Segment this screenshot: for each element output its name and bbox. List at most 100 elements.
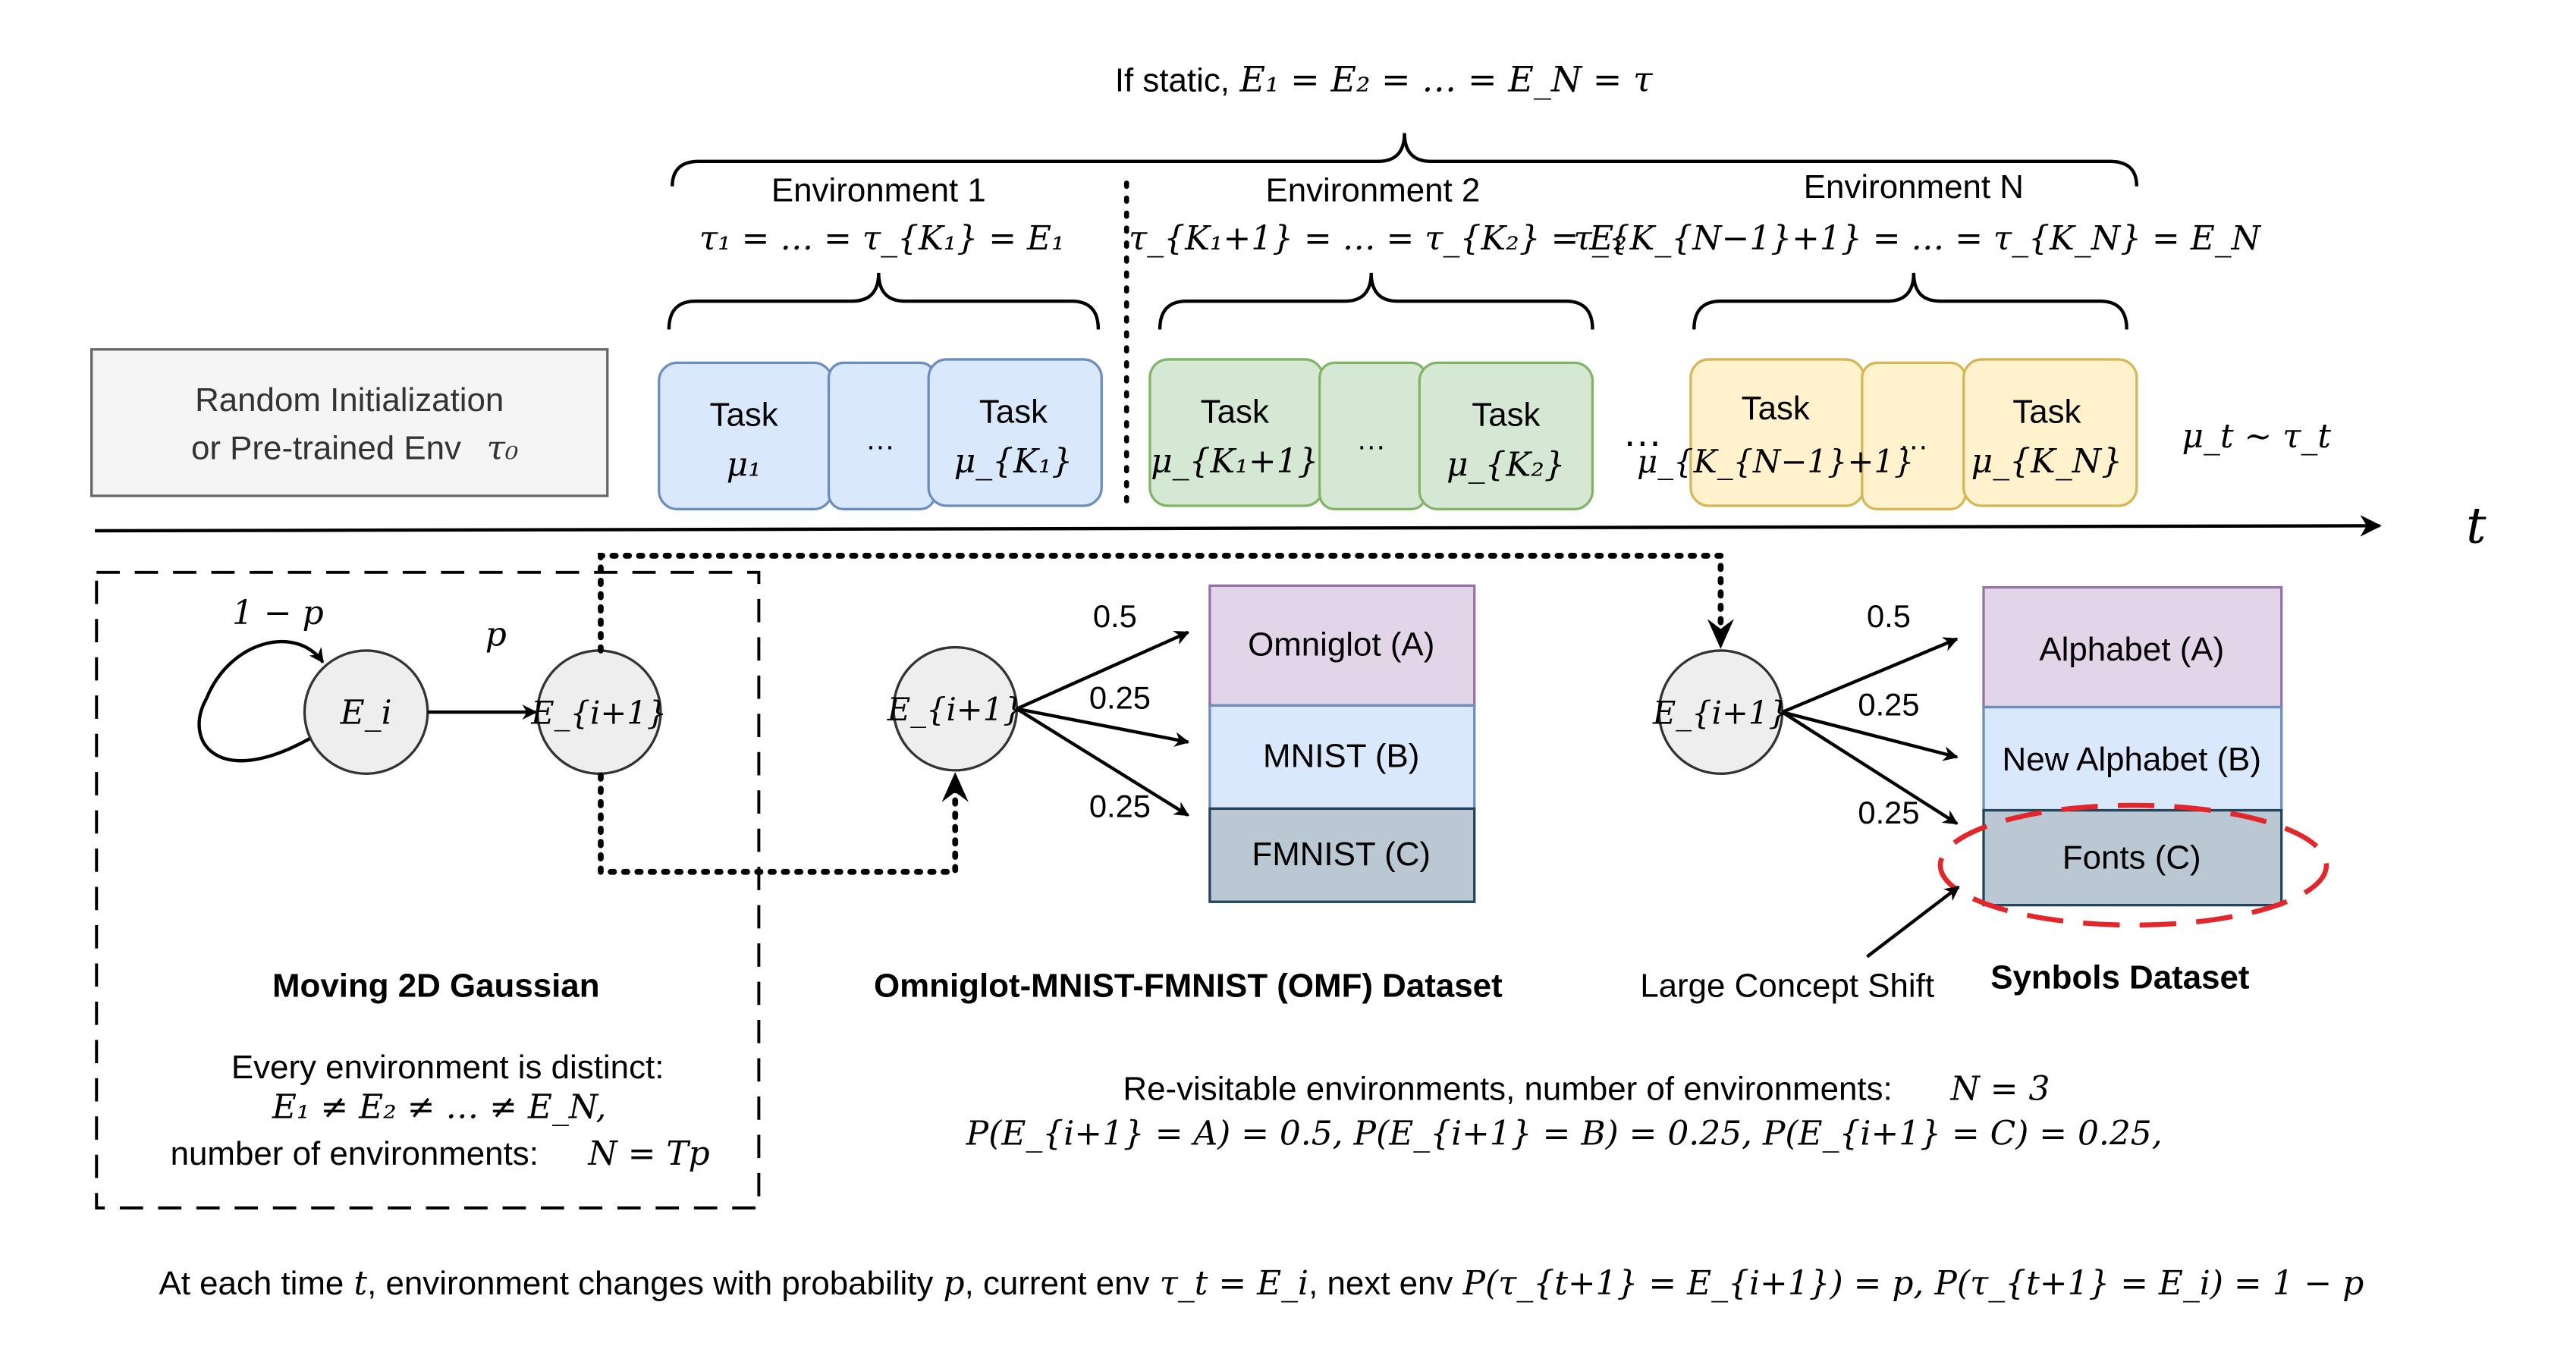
omf-node-label: E_{i+1} [887, 691, 1023, 728]
gaussian-panel: 1 − p E_i p E_{i+1} Moving 2D Gaussian E… [95, 570, 761, 1209]
env2-task-last [1418, 361, 1594, 511]
dotted-connector-to-synbols [598, 553, 1724, 654]
time-axis [95, 515, 2382, 537]
environment-n-brace [1692, 272, 2128, 330]
task-mu: μ₁ [727, 446, 762, 485]
concept-shift-highlight [1937, 802, 2329, 928]
environment-2-formula: τ_{K₁+1} = … = τ_{K₂} = E₂ [1129, 219, 1627, 258]
omf-prob-c: 0.25 [1089, 788, 1151, 824]
task-mu: μ_{K₂} [1447, 446, 1566, 485]
omf-prob-b: 0.25 [1089, 680, 1151, 716]
synbols-title: Synbols Dataset [1990, 958, 2250, 996]
synbols-dataset-a [1982, 585, 2283, 709]
omf-dataset-c-label: FMNIST (C) [1252, 836, 1431, 873]
synbols-dataset-c-label: Fonts (C) [2062, 839, 2201, 876]
task-mu: μ_{K_N} [1971, 442, 2122, 481]
bottom-caption-math: τ_t = E_i [1160, 1264, 1308, 1303]
omf-dataset-b [1208, 704, 1476, 811]
environment-1-formula: τ₁ = … = τ_{K₁} = E₁ [699, 219, 1065, 258]
bottom-caption-part: , environment changes with probability [367, 1265, 933, 1302]
omf-arrow-b [1016, 707, 1190, 747]
omf-dataset-b-label: MNIST (B) [1263, 738, 1419, 775]
initialization-tau0: τ₀ [487, 429, 519, 468]
gaussian-desc-3: number of environments: [171, 1135, 539, 1172]
initialization-line1: Random Initialization [195, 381, 504, 419]
revisitable-line2: P(E_{i+1} = A) = 0.5, P(E_{i+1} = B) = 0… [966, 1115, 2163, 1153]
dotted-connector-to-omf-head [941, 772, 969, 802]
node-e-next-label: E_{i+1} [530, 694, 667, 731]
initialization-rect [90, 348, 609, 497]
environment-2-brace [1158, 272, 1594, 330]
env2-task-first [1148, 358, 1324, 507]
initialization-line2: or Pre-trained Env [191, 430, 461, 467]
synbols-dataset-c [1982, 808, 2283, 907]
task-label: Task [1201, 393, 1269, 430]
static-annotation: If static, E₁ = E₂ = … = E_N = τ [671, 59, 2139, 187]
environment-2: Environment 2 τ_{K₁+1} = … = τ_{K₂} = E₂… [1129, 171, 1627, 511]
synbols-panel: E_{i+1} 0.5 0.25 0.25 Alphabet (A) New A… [1640, 585, 2329, 1004]
envn-task-last [1962, 358, 2138, 507]
bottom-caption-math: P(τ_{t+1} = E_{i+1}) = p, P(τ_{t+1} = E_… [1462, 1264, 2364, 1303]
environment-1: Environment 1 τ₁ = … = τ_{K₁} = E₁ Task … [658, 171, 1103, 511]
envn-task-first [1689, 358, 1865, 507]
gaussian-desc-3-math: N = Tp [587, 1134, 709, 1173]
synbols-node-label: E_{i+1} [1652, 694, 1789, 731]
task-label: Task [979, 393, 1048, 430]
time-axis-label: t [2466, 496, 2486, 554]
environment-n: Environment N τ_{K_{N−1}+1} = … = τ_{K_N… [1573, 168, 2262, 511]
concept-shift-arrow [1866, 885, 1960, 958]
synbols-prob-c: 0.25 [1858, 795, 1919, 830]
environments-ellipsis: … [1623, 410, 1663, 455]
gaussian-dashed-box [95, 570, 761, 1209]
omf-arrow-c [1016, 707, 1190, 817]
env1-task-first [658, 361, 834, 511]
static-prefix: If static, [1115, 62, 1230, 99]
task-ellipsis: … [1899, 422, 1928, 456]
gaussian-desc-2: E₁ ≠ E₂ ≠ … ≠ E_N, [272, 1087, 607, 1126]
bottom-caption-math: p [944, 1264, 965, 1303]
synbols-dataset-a-label: Alphabet (A) [2039, 631, 2224, 668]
task-label: Task [1472, 397, 1540, 434]
omf-panel: E_{i+1} 0.5 0.25 0.25 Omniglot (A) MNIST… [874, 584, 1503, 1004]
dotted-connector-to-synbols-head [1707, 619, 1734, 649]
omf-arrow-a [1016, 630, 1190, 711]
task-mu: μ_{K₁} [954, 442, 1073, 481]
transition-label: p [485, 615, 507, 654]
environment-n-title: Environment N [1804, 168, 2024, 205]
omf-dataset-a-label: Omniglot (A) [1248, 626, 1434, 664]
omf-prob-a: 0.5 [1093, 598, 1137, 634]
initialization-box: Random Initialization or Pre-trained Env… [90, 348, 609, 497]
synbols-arrow-a [1781, 637, 1959, 714]
synbols-arrow-b [1782, 710, 1959, 761]
revisitable-line1: Re-visitable environments, number of env… [1123, 1070, 1892, 1107]
synbols-dataset-b [1982, 705, 2283, 812]
environment-n-formula: τ_{K_{N−1}+1} = … = τ_{K_N} = E_N [1573, 219, 2261, 258]
omf-dataset-a [1208, 584, 1476, 707]
task-label: Task [2012, 393, 2081, 430]
bottom-caption-part: , next env [1308, 1265, 1453, 1302]
dotted-connector-to-omf [598, 772, 959, 875]
top-brace [671, 133, 2139, 187]
task-mu: μ_{K₁+1} [1151, 442, 1318, 481]
synbols-prob-a: 0.5 [1867, 598, 1911, 634]
bottom-caption-part: , current env [965, 1265, 1150, 1302]
synbols-prob-b: 0.25 [1858, 687, 1919, 723]
omf-dataset-c [1208, 807, 1476, 903]
omf-title: Omniglot-MNIST-FMNIST (OMF) Dataset [874, 967, 1503, 1004]
node-e-i-label: E_i [340, 693, 392, 732]
bottom-caption-math: t [353, 1264, 367, 1303]
task-label: Task [1742, 390, 1810, 427]
task-ellipsis: … [865, 422, 895, 456]
bottom-caption-part: At each time [159, 1265, 344, 1302]
synbols-dataset-b-label: New Alphabet (B) [2003, 741, 2261, 778]
concept-shift-label: Large Concept Shift [1640, 967, 1934, 1004]
revisitable-line1-math: N = 3 [1949, 1069, 2050, 1108]
task-label: Task [710, 397, 778, 434]
static-formula: E₁ = E₂ = … = E_N = τ [1239, 59, 1654, 100]
revisitable-note: Re-visitable environments, number of env… [966, 1069, 2163, 1153]
self-loop-label: 1 − p [232, 594, 324, 632]
gaussian-title: Moving 2D Gaussian [272, 967, 599, 1004]
